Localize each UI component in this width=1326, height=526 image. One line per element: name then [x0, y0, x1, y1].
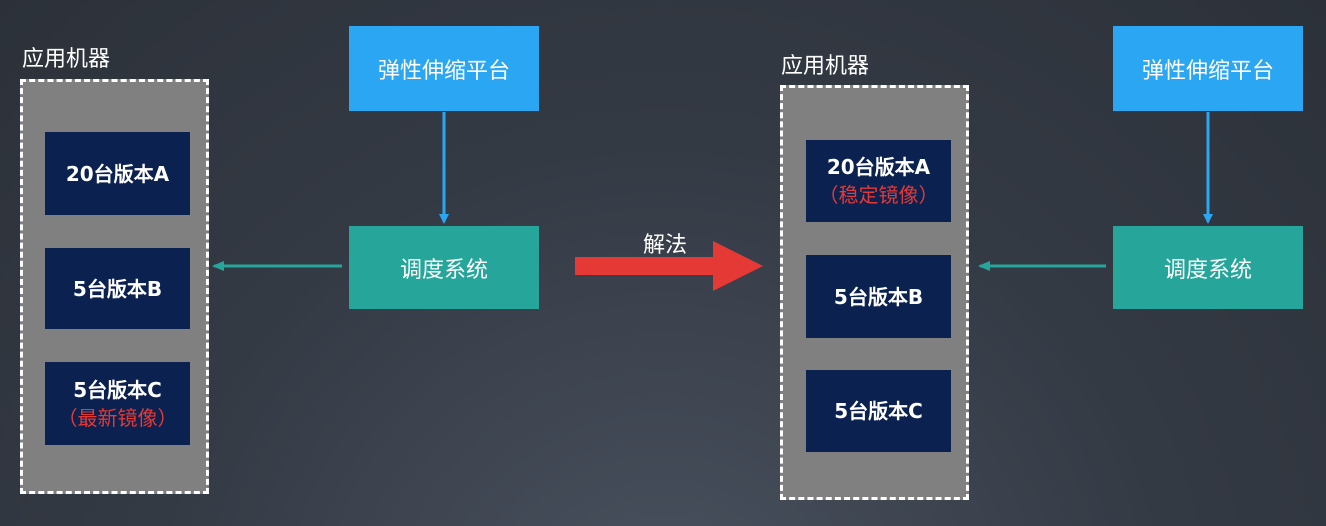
left-version-c: 5台版本C （最新镜像） [45, 362, 190, 445]
right-elastic-platform-label: 弹性伸缩平台 [1141, 58, 1274, 84]
right-version-c: 5台版本C [806, 370, 951, 452]
right-scheduler: 调度系统 [1113, 226, 1303, 309]
left-version-a: 20台版本A [45, 132, 190, 215]
right-version-a: 20台版本A （稳定镜像） [806, 140, 951, 222]
right-version-b: 5台版本B [806, 255, 951, 338]
left-version-c-note: （最新镜像） [57, 405, 178, 430]
transition-label: 解法 [642, 233, 687, 258]
right-elastic-platform: 弹性伸缩平台 [1113, 26, 1303, 111]
left-version-b-label: 5台版本B [72, 276, 163, 301]
right-version-c-label: 5台版本C [834, 399, 923, 423]
left-machines-label: 应用机器 [22, 47, 111, 72]
left-version-b: 5台版本B [45, 248, 190, 329]
transition-arrow [575, 241, 763, 291]
right-version-b-label: 5台版本B [833, 284, 924, 309]
left-version-c-label: 5台版本C [73, 377, 162, 402]
left-version-a-label: 20台版本A [65, 161, 170, 186]
left-elastic-platform-label: 弹性伸缩平台 [377, 58, 510, 84]
left-scheduler-label: 调度系统 [399, 257, 488, 283]
right-version-a-note: （稳定镜像） [818, 183, 939, 207]
right-machines-label: 应用机器 [781, 54, 870, 79]
left-scheduler: 调度系统 [349, 226, 539, 309]
right-scheduler-label: 调度系统 [1163, 257, 1252, 283]
left-elastic-platform: 弹性伸缩平台 [349, 26, 539, 111]
right-version-a-label: 20台版本A [826, 155, 931, 179]
